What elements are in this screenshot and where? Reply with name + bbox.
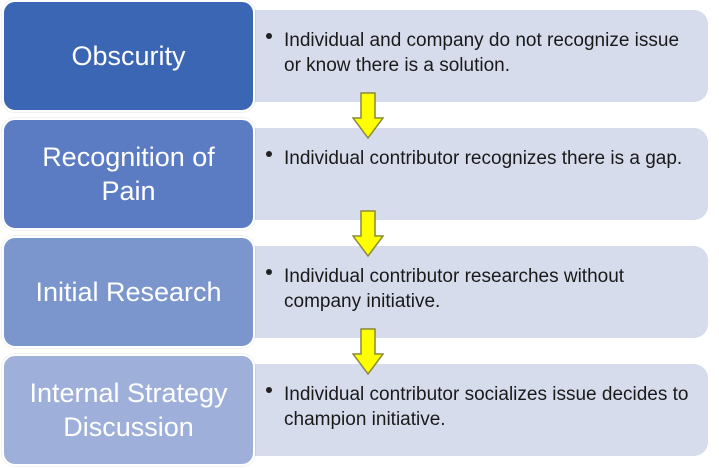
bullet-icon <box>266 269 272 275</box>
stage-row-recognition-of-pain: Individual contributor recognizes there … <box>0 118 719 230</box>
stage-label: Internal Strategy Discussion <box>29 378 228 442</box>
bullet-icon <box>266 151 272 157</box>
stage-description-panel: Individual contributor researches withou… <box>230 246 708 338</box>
stage-description-panel: Individual contributor recognizes there … <box>230 128 708 220</box>
stage-row-internal-strategy-discussion: Individual contributor socializes issue … <box>0 354 719 466</box>
stage-label: Recognition of Pain <box>42 142 215 206</box>
stage-description: Individual contributor researches withou… <box>284 266 625 312</box>
stage-box-recognition-of-pain: Recognition of Pain <box>2 118 255 230</box>
down-arrow-icon <box>352 328 384 376</box>
stage-box-obscurity: Obscurity <box>2 0 255 112</box>
bullet-icon <box>266 33 272 39</box>
stage-label: Initial Research <box>35 277 222 307</box>
stage-label: Obscurity <box>71 41 186 71</box>
stage-description: Individual contributor socializes issue … <box>284 384 689 430</box>
stage-box-initial-research: Initial Research <box>2 236 255 348</box>
stage-row-obscurity: Individual and company do not recognize … <box>0 0 719 112</box>
stage-box-internal-strategy-discussion: Internal Strategy Discussion <box>2 354 255 466</box>
down-arrow-icon <box>352 210 384 258</box>
stage-description-panel: Individual and company do not recognize … <box>230 10 708 102</box>
stage-description: Individual contributor recognizes there … <box>284 148 683 169</box>
stage-description-panel: Individual contributor socializes issue … <box>230 364 708 456</box>
bullet-icon <box>266 387 272 393</box>
stage-row-initial-research: Individual contributor researches withou… <box>0 236 719 348</box>
down-arrow-icon <box>352 92 384 140</box>
stage-description: Individual and company do not recognize … <box>284 30 680 76</box>
